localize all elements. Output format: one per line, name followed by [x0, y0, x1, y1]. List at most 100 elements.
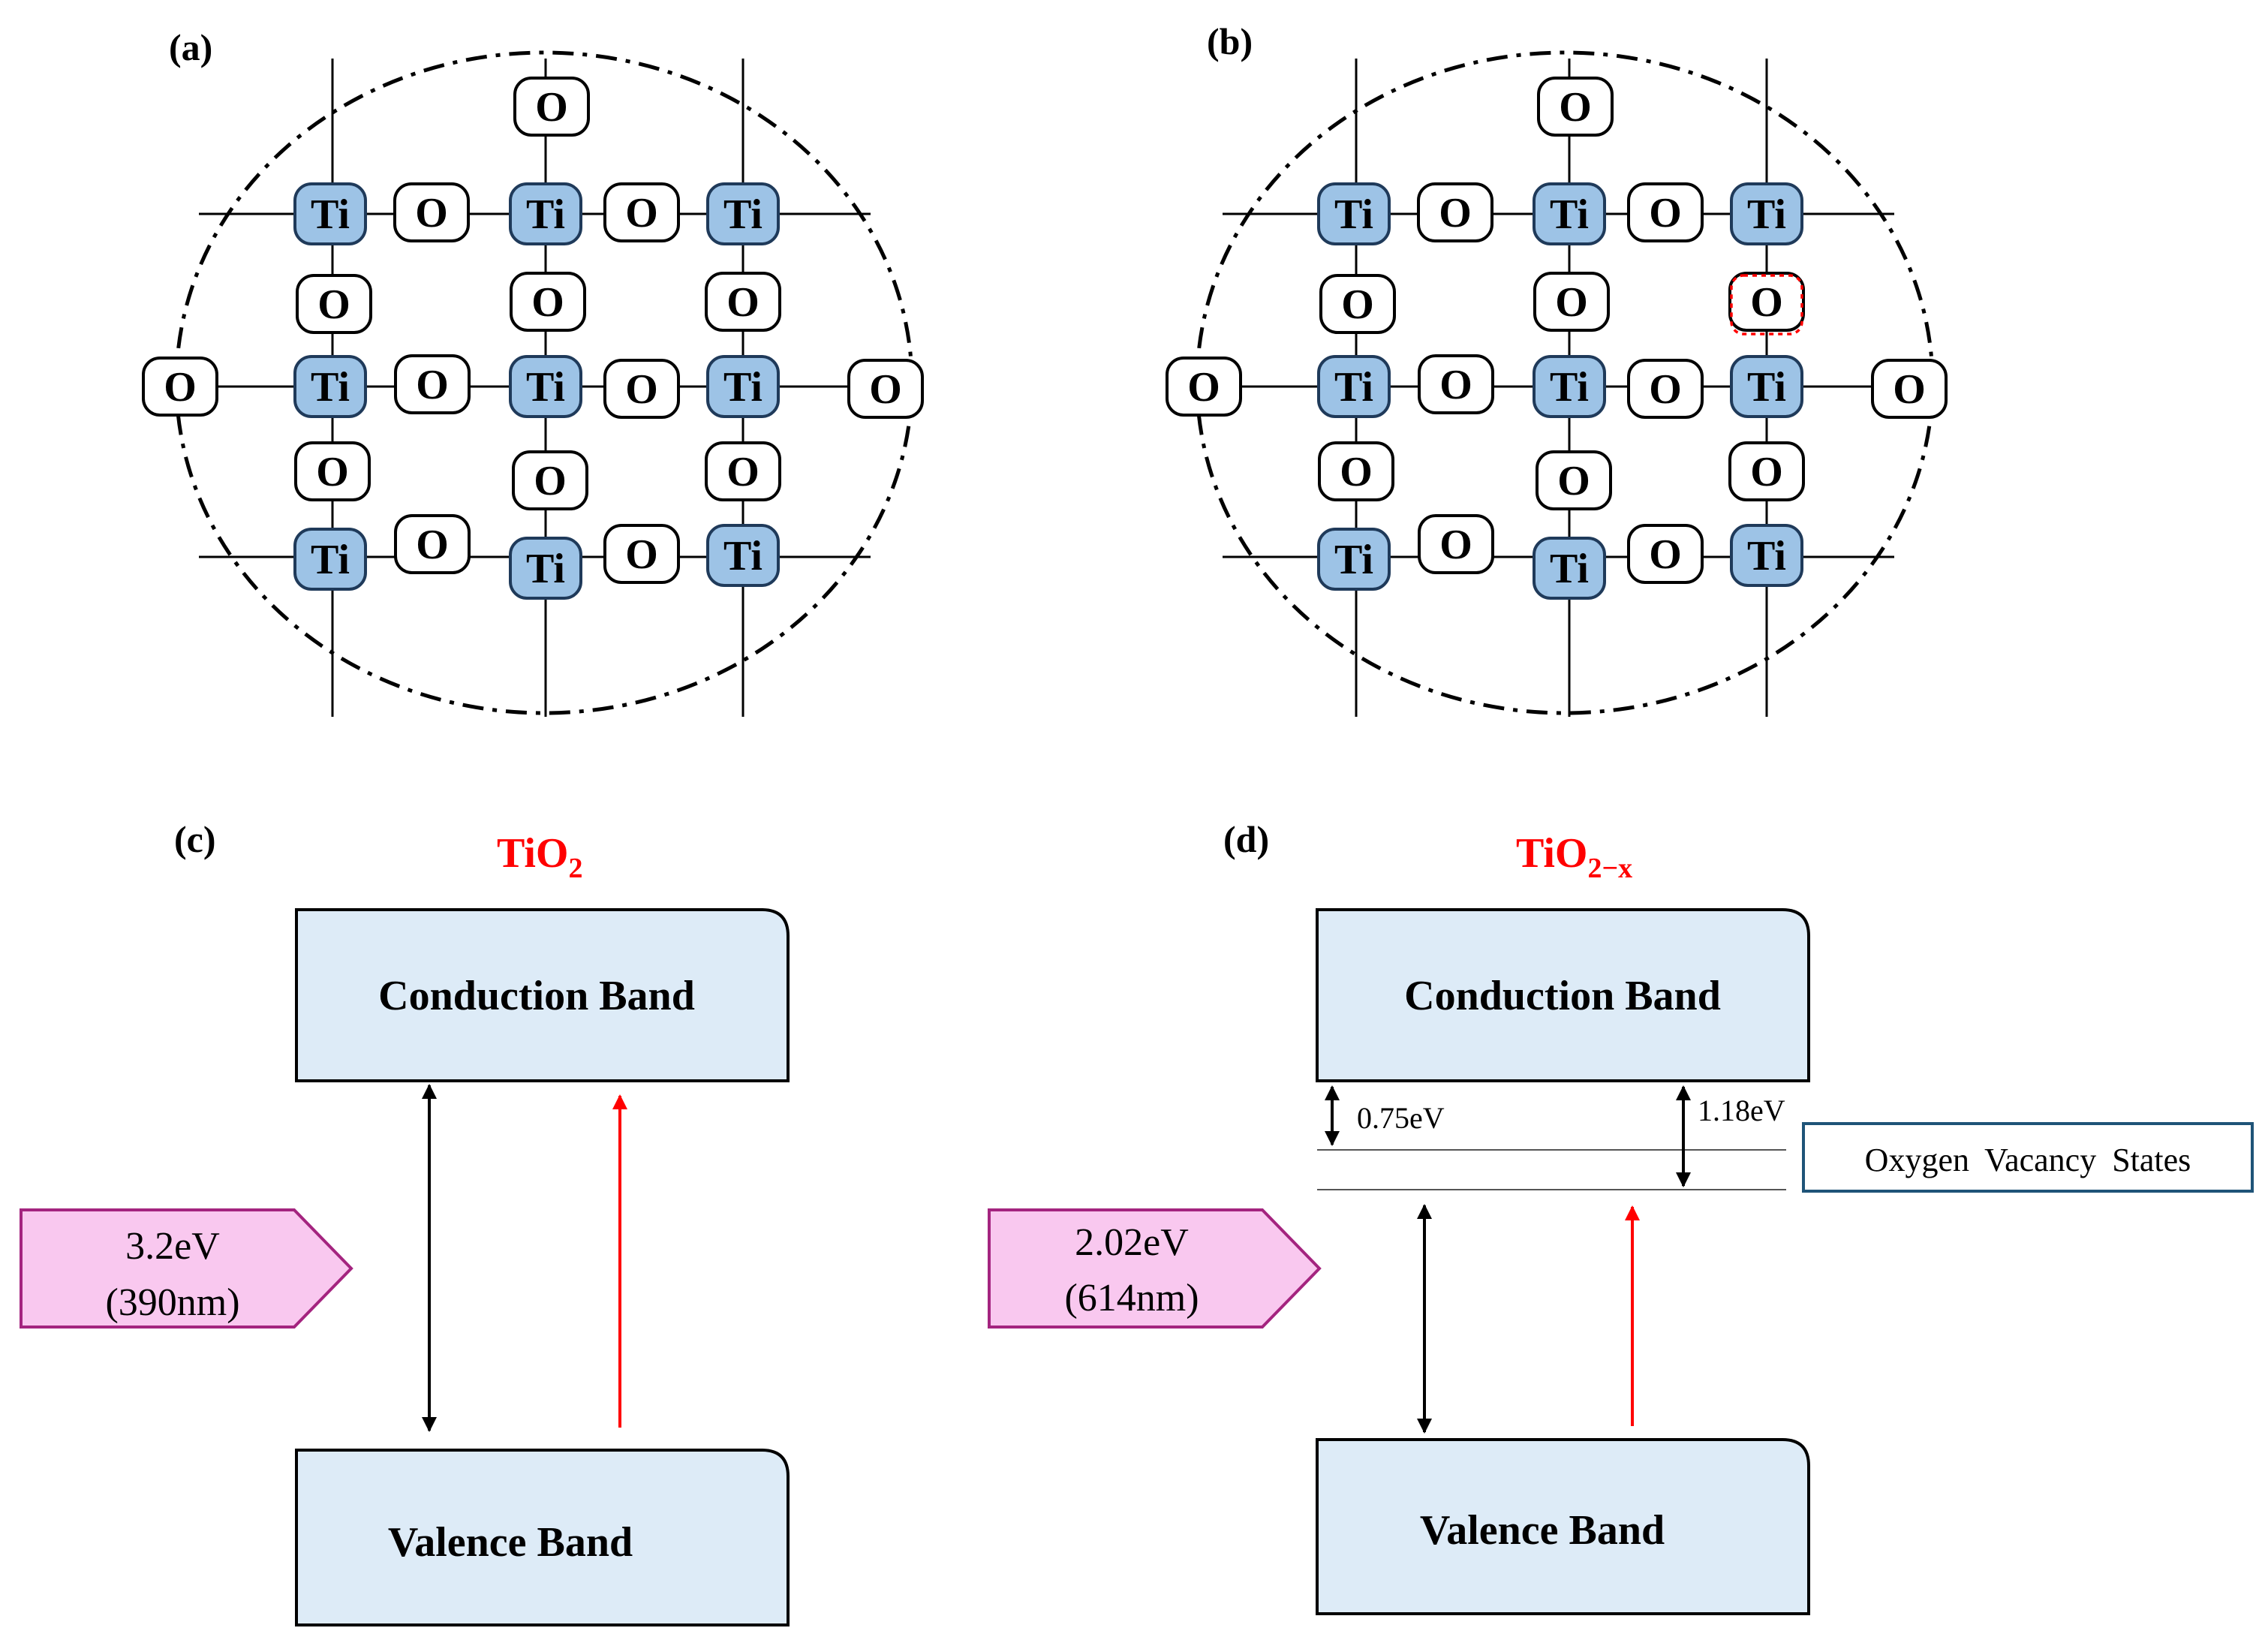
svg-text:O: O — [164, 364, 197, 411]
svg-text:O: O — [534, 458, 567, 504]
svg-text:O: O — [317, 281, 350, 328]
svg-text:O: O — [1750, 279, 1783, 326]
svg-text:O: O — [1649, 190, 1682, 236]
conduction-band-box — [1316, 908, 1810, 1082]
titanium-atom: Ti — [1317, 355, 1391, 418]
svg-text:Ti: Ti — [311, 191, 350, 238]
oxygen-atom: O — [394, 514, 471, 574]
titanium-atom: Ti — [293, 355, 367, 418]
svg-text:Ti: Ti — [1550, 546, 1589, 592]
band-gap-wavelength: (390nm) — [105, 1281, 239, 1324]
titanium-atom: Ti — [706, 524, 780, 587]
panel-c-label: (c) — [174, 818, 216, 860]
panel-b-label: (b) — [1207, 20, 1253, 62]
oxygen-atom: O — [296, 274, 372, 334]
oxygen-atom: O — [510, 272, 586, 332]
titanium-atom: Ti — [1730, 182, 1803, 245]
formula-subscript: 2 — [568, 853, 582, 884]
oxygen-atom: O — [393, 182, 470, 242]
svg-text:O: O — [1187, 364, 1220, 411]
oxygen-atom: O — [1627, 524, 1704, 584]
vacancy-states-label: Oxygen Vacancy States — [1865, 1142, 2191, 1178]
titanium-atom: Ti — [293, 182, 367, 245]
svg-text:O: O — [726, 449, 760, 495]
panel-d-label: (d) — [1223, 818, 1269, 860]
panel-d: (d) TiO2−x Conduction Band 0.75eV 1.18eV… — [988, 818, 2254, 1615]
panel-d-title: TiO2−x — [1516, 830, 1632, 884]
svg-text:O: O — [625, 190, 658, 236]
svg-text:O: O — [1439, 522, 1472, 568]
titanium-atom: Ti — [509, 355, 582, 418]
svg-text:O: O — [1649, 531, 1682, 578]
svg-text:Ti: Ti — [311, 364, 350, 411]
svg-text:Ti: Ti — [526, 364, 565, 411]
band-gap-energy: 2.02eV — [1075, 1221, 1189, 1264]
svg-text:O: O — [1893, 366, 1926, 413]
titanium-atom: Ti — [509, 537, 582, 600]
oxygen-atom: O — [513, 77, 590, 137]
svg-text:O: O — [625, 531, 658, 578]
oxygen-atom: O — [603, 182, 680, 242]
titanium-atom: Ti — [1317, 528, 1391, 591]
svg-text:O: O — [1341, 281, 1374, 328]
svg-text:Ti: Ti — [1334, 191, 1373, 238]
svg-text:Ti: Ti — [1334, 537, 1373, 583]
svg-text:Ti: Ti — [723, 533, 763, 579]
titanium-atom: Ti — [1533, 355, 1606, 418]
oxygen-atom: O — [512, 450, 588, 510]
oxygen-atom: O — [603, 359, 680, 419]
state-gap-2-value: 1.18eV — [1698, 1094, 1785, 1127]
oxygen-atom: O — [1537, 77, 1614, 137]
svg-text:O: O — [625, 366, 658, 413]
oxygen-atom: O — [1418, 354, 1494, 414]
oxygen-atom: O — [603, 524, 680, 584]
titanium-atom: Ti — [1533, 182, 1606, 245]
svg-text:Ti: Ti — [1747, 533, 1786, 579]
oxygen-vacancy — [1730, 274, 1803, 336]
svg-text:Ti: Ti — [723, 191, 763, 238]
svg-text:Ti: Ti — [1747, 364, 1786, 411]
titanium-atom: Ti — [706, 355, 780, 418]
svg-text:Ti: Ti — [311, 537, 350, 583]
oxygen-atom: O — [1536, 450, 1612, 510]
titanium-atom: Ti — [293, 528, 367, 591]
panel-c: (c) TiO2 Conduction Band Valence Band 3.… — [20, 818, 790, 1626]
valence-band-label: Valence Band — [1420, 1507, 1665, 1554]
formula-subscript: 2−x — [1587, 853, 1632, 884]
svg-text:O: O — [416, 522, 449, 568]
svg-text:O: O — [1559, 84, 1592, 131]
oxygen-atom: O — [1533, 272, 1610, 332]
svg-text:O: O — [1649, 366, 1682, 413]
oxygen-atom: O — [1728, 272, 1805, 332]
oxygen-atom: O — [394, 354, 471, 414]
valence-band-box — [295, 1449, 790, 1626]
svg-text:O: O — [416, 362, 449, 408]
band-gap-energy-tag — [20, 1208, 353, 1329]
oxygen-atom: O — [705, 441, 781, 501]
titanium-atom: Ti — [1317, 182, 1391, 245]
valence-band-box — [1316, 1438, 1810, 1615]
vacancy-states-legend — [1802, 1122, 2254, 1193]
svg-text:O: O — [1439, 362, 1472, 408]
svg-text:O: O — [1555, 279, 1588, 326]
svg-text:O: O — [415, 190, 448, 236]
band-gap-energy-tag — [988, 1208, 1322, 1329]
titanium-atom: Ti — [1533, 537, 1606, 600]
titanium-atom: Ti — [509, 182, 582, 245]
titanium-atom: Ti — [1730, 524, 1803, 587]
oxygen-atom: O — [1627, 182, 1704, 242]
svg-text:O: O — [869, 366, 902, 413]
oxygen-atom: O — [142, 357, 218, 417]
svg-text:O: O — [1439, 190, 1472, 236]
svg-text:O: O — [316, 449, 349, 495]
conduction-band-label: Conduction Band — [1404, 973, 1721, 1019]
oxygen-atom: O — [1166, 357, 1242, 417]
oxygen-atom: O — [705, 272, 781, 332]
svg-text:O: O — [1557, 458, 1590, 504]
svg-text:Ti: Ti — [1334, 364, 1373, 411]
conduction-band-box — [295, 908, 790, 1082]
